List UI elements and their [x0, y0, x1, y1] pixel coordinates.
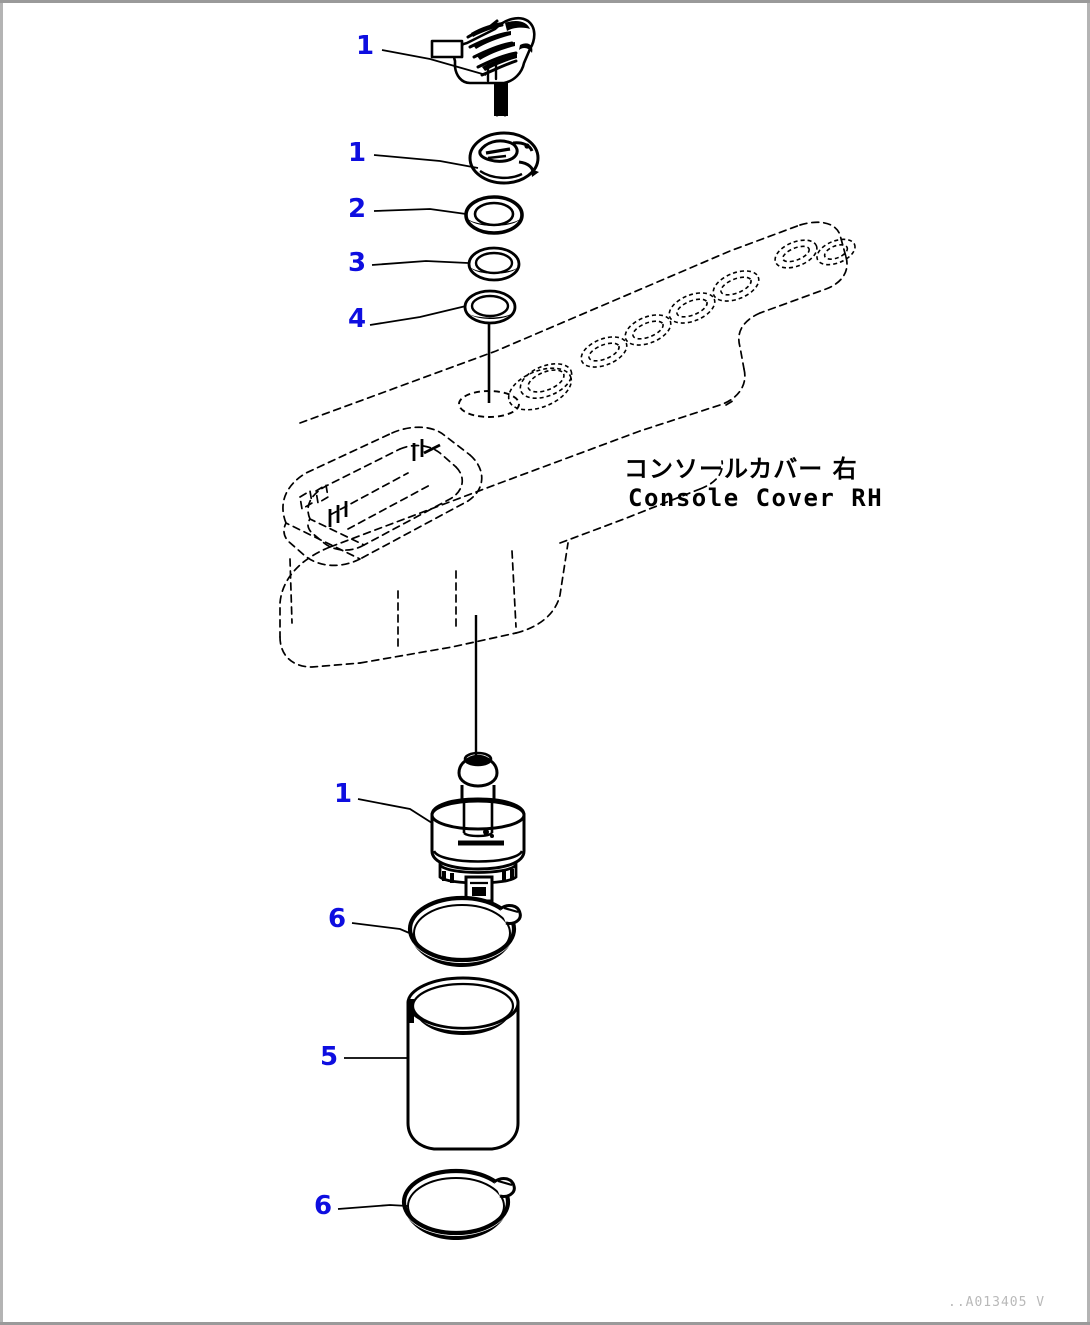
ring-3-part: [467, 246, 521, 282]
callout-number-boot[interactable]: 5: [320, 1042, 339, 1072]
clamp-band-upper-part: [407, 895, 522, 967]
callout-number-starting-switch[interactable]: 1: [334, 779, 353, 809]
callout-number-clamp-lower[interactable]: 6: [314, 1191, 333, 1221]
ring-3-leader: [371, 260, 469, 266]
starting-switch-part: [430, 751, 526, 903]
console-switch-hole: [458, 390, 520, 418]
ring-2-leader: [373, 208, 467, 215]
callout-number-ring-4[interactable]: 4: [348, 304, 367, 334]
diagram-title-en: Console Cover RH: [628, 484, 884, 512]
ring-2-part: [464, 195, 524, 235]
key-cap-leader: [373, 154, 479, 169]
callout-number-ring-2[interactable]: 2: [348, 194, 367, 224]
callout-number-key-cap[interactable]: 1: [348, 138, 367, 168]
callout-number-key[interactable]: 1: [356, 31, 375, 61]
drawing-number: ..A013405 V: [948, 1295, 1046, 1310]
key-part: [430, 16, 536, 117]
console-cover-outline: [279, 221, 848, 668]
key-leader: [381, 49, 487, 76]
clamp-band-lower-part: [401, 1168, 516, 1240]
key-cap-part: [468, 131, 540, 185]
clamp-band-upper-leader: [351, 922, 415, 936]
ring-4-leader: [369, 305, 467, 326]
starting-switch-leader: [357, 798, 433, 824]
diagram-title-jp: コンソールカバー 右: [624, 455, 858, 483]
clamp-band-lower-leader: [337, 1204, 409, 1210]
boot-cover-part: [406, 976, 520, 1151]
ring-4-part: [463, 289, 517, 325]
console-switch-panel-holes: [507, 238, 856, 411]
callout-number-clamp-upper[interactable]: 6: [328, 904, 347, 934]
callout-number-ring-3[interactable]: 3: [348, 248, 367, 278]
console-detail-marks: [328, 439, 441, 527]
diagram-canvas: [279, 16, 856, 1240]
